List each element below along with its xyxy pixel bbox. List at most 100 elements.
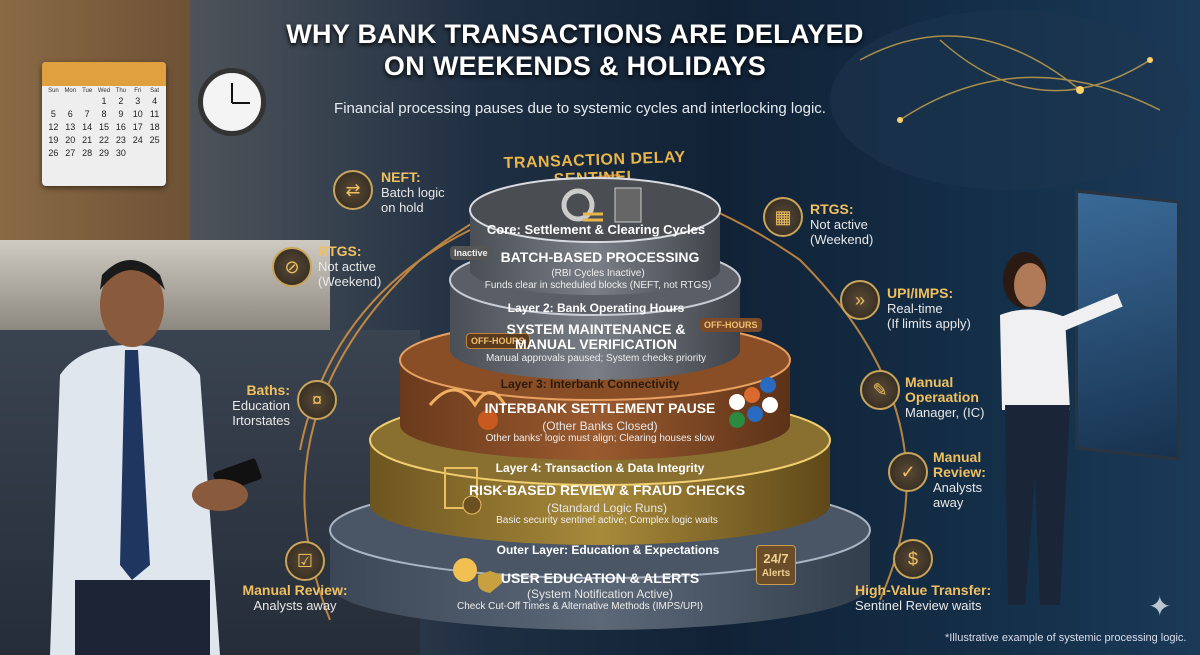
calendar-date: 1 (101, 96, 107, 106)
calendar-date: 24 (132, 135, 143, 145)
callout-neft-line2: on hold (381, 200, 424, 215)
layer-2-label: Layer 2: Bank Operating Hours (507, 301, 685, 315)
calendar-date: 4 (152, 96, 158, 106)
callout-rtgs-right-line1: Not active (810, 217, 868, 232)
calendar-day-header: Thu (115, 88, 127, 94)
layer-4-label: Layer 4: Transaction & Data Integrity (495, 461, 705, 475)
callout-manual-review-right-line1: Analysts (933, 480, 983, 495)
core-status: (RBI Cycles Inactive) (551, 268, 645, 279)
edit-document-icon: ✎ (860, 370, 900, 410)
calendar-date: 5 (50, 109, 56, 119)
callout-manual-review-left-title: Manual Review: (242, 582, 348, 598)
layer-3-heading: INTERBANK SETTLEMENT PAUSE (484, 400, 716, 416)
callout-manual-review-left: Manual Review:Analysts away (240, 582, 350, 614)
layer-2-heading-2: MANUAL VERIFICATION (514, 336, 678, 352)
checklist-icon: ☑ (285, 541, 325, 581)
money-stack-icon: $ (893, 539, 933, 579)
outer-label: Outer Layer: Education & Expectations (496, 543, 720, 557)
document-question-icon (444, 467, 482, 515)
outer-status: (System Notification Active) (526, 587, 674, 601)
calendar-date: 23 (115, 135, 126, 145)
calendar-date: 12 (48, 122, 59, 132)
core-tier (469, 177, 721, 295)
title-line-1: WHY BANK TRANSACTIONS ARE DELAYED (286, 19, 864, 49)
user-check-icon: ✓ (888, 452, 928, 492)
calendar-date: 18 (149, 122, 160, 132)
calendar-date: 13 (65, 122, 76, 132)
fast-forward-icon: » (840, 280, 880, 320)
sparkle-icon: ✦ (1148, 591, 1172, 622)
calendar-date: 29 (98, 148, 109, 158)
bank-logos-icon (729, 377, 778, 428)
calendar-date: 15 (98, 122, 109, 132)
callout-upi-line1: Real-time (887, 301, 943, 316)
callout-high-value-title: High-Value Transfer: (855, 582, 992, 598)
callout-upi: UPI/IMPS:Real-time(If limits apply) (887, 285, 971, 332)
calendar-date: 2 (118, 96, 124, 106)
callout-rtgs-right-line2: (Weekend) (810, 232, 874, 247)
callout-upi-title: UPI/IMPS: (887, 285, 954, 301)
callout-neft-line1: Batch logic (381, 185, 445, 200)
callout-baths-line1: Education (232, 398, 290, 413)
calendar-day-header: Sun (48, 88, 59, 94)
alerts-24-7-badge: 24/7 Alerts (756, 545, 796, 585)
layer-3-status: (Other Banks Closed) (542, 419, 658, 433)
man-with-phone (50, 260, 262, 655)
inactive-badge: Inactive (450, 246, 492, 260)
calendar-date: 6 (67, 109, 73, 119)
gear-document-icon (561, 187, 642, 223)
core-heading: BATCH-BASED PROCESSING (500, 249, 700, 265)
footnote: *Illustrative example of systemic proces… (945, 632, 1187, 644)
callout-manual-operation-title2: Operaation (905, 389, 979, 405)
callout-baths-title: Baths: (246, 382, 290, 398)
layer-2-heading-1: SYSTEM MAINTENANCE & (506, 321, 686, 337)
core-label: Core: Settlement & Clearing Cycles (486, 222, 706, 237)
callout-baths-line2: Irtorstates (232, 413, 290, 428)
callout-upi-line2: (If limits apply) (887, 316, 971, 331)
calendar-day-header: Wed (97, 88, 111, 94)
off-hours-badge-right: OFF-HOURS (700, 318, 762, 332)
calendar-date: 21 (82, 135, 93, 145)
calendar-date: 17 (132, 122, 143, 132)
callout-rtgs-left-line2: (Weekend) (318, 274, 382, 289)
calendar-date: 7 (84, 109, 90, 119)
callout-manual-review-right-title1: Manual (933, 449, 982, 465)
calendar-date: 14 (82, 122, 93, 132)
callout-manual-review-right-line2: away (933, 495, 964, 510)
callout-manual-operation-title1: Manual (905, 374, 954, 390)
calendar-date: 3 (135, 96, 141, 106)
calendar-day-header: Sat (150, 88, 160, 94)
money-icon: ¤ (297, 380, 337, 420)
woman-at-screen (1000, 252, 1123, 605)
layer-3-detail: Other banks' logic must align; Clearing … (485, 433, 715, 444)
layer-2-detail: Manual approvals paused; System checks p… (485, 353, 707, 364)
layer-4-detail: Basic security sentinel active; Complex … (496, 515, 718, 526)
subtitle: Financial processing pauses due to syste… (334, 100, 826, 117)
alerts-badge-line-2: Alerts (761, 568, 791, 579)
calendar-date: 26 (48, 148, 59, 158)
core-detail: Funds clear in scheduled blocks (NEFT, n… (484, 280, 712, 291)
calendar-date: 16 (115, 122, 126, 132)
lightbulb-shield-icon (453, 558, 502, 593)
calendar-date: 19 (48, 135, 59, 145)
calendar-date: 10 (132, 109, 143, 119)
calendar-date: 27 (65, 148, 76, 158)
outer-heading: USER EDUCATION & ALERTS (500, 570, 700, 586)
callout-high-value: High-Value Transfer:Sentinel Review wait… (855, 582, 992, 614)
calendar-date: 9 (118, 109, 124, 119)
callout-rtgs-right: RTGS:Not active(Weekend) (810, 202, 874, 248)
calendar-day-header: Tue (82, 88, 93, 94)
callout-rtgs-left-line1: Not active (318, 259, 376, 274)
layer-4-heading: RISK-BASED REVIEW & FRAUD CHECKS (468, 482, 746, 498)
callout-rtgs-left-title: RTGS: (318, 243, 362, 259)
bridge-pause-icon (428, 388, 507, 430)
callout-neft-title: NEFT: (381, 169, 421, 185)
callout-rtgs-left: RTGS:Not active(Weekend) (318, 243, 382, 290)
world-map (830, 10, 1190, 190)
page-title: WHY BANK TRANSACTIONS ARE DELAYED ON WEE… (250, 18, 900, 82)
